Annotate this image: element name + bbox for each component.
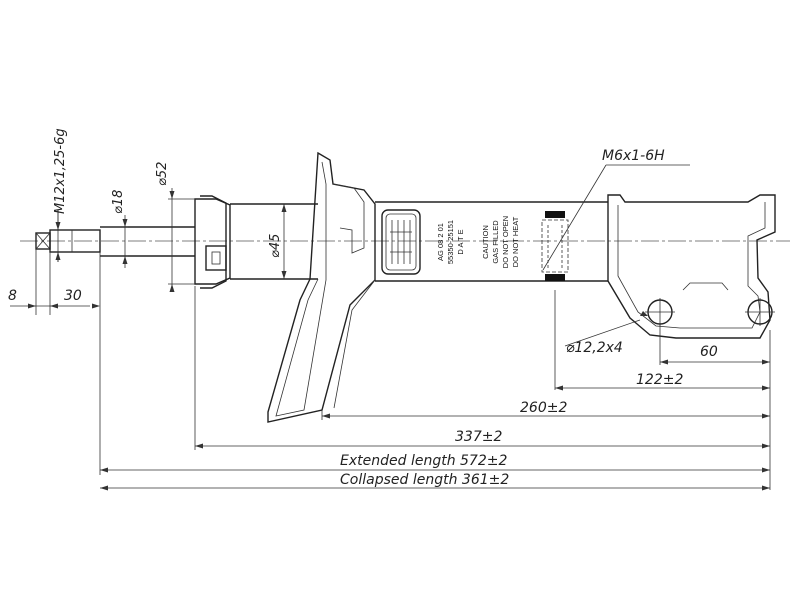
label-oem-number: 55350-25151 — [446, 220, 455, 264]
dim-body-diameter: ⌀52 — [155, 162, 170, 186]
dim-extended: Extended length 572±2 — [340, 453, 507, 469]
label-do-not-open: DO NOT OPEN — [501, 216, 510, 268]
dim-offset-30: 30 — [64, 288, 82, 304]
piston-rod — [100, 226, 195, 257]
dim-260: 260±2 — [520, 400, 567, 416]
dim-tube-diameter: ⌀45 — [268, 234, 283, 258]
rod-end — [35, 229, 101, 253]
dim-60: 60 — [700, 344, 718, 360]
label-gas-filled: GAS FILLED — [491, 220, 500, 264]
dim-rod-diameter: ⌀18 — [111, 190, 126, 214]
strut-tube — [230, 203, 318, 280]
horizontal-dimension-lines — [10, 305, 770, 489]
dim-thread-top: M12x1,25-6g — [53, 128, 68, 214]
label-date: D A T E — [456, 229, 465, 254]
label-do-not-heat: DO NOT HEAT — [511, 216, 520, 267]
dim-thread-side: M6x1-6H — [602, 148, 665, 164]
dim-offset-8: 8 — [8, 288, 17, 304]
arrowheads — [28, 191, 770, 491]
sensor-bracket — [541, 164, 690, 281]
label-caution: CAUTION — [481, 225, 490, 259]
label-part-number: AG 08 2 01 — [436, 223, 445, 261]
brand-logo — [381, 209, 421, 275]
dim-hole: ⌀12,2x4 — [566, 340, 623, 356]
dim-collapsed: Collapsed length 361±2 — [340, 472, 509, 488]
dim-337: 337±2 — [455, 429, 502, 445]
spring-seat — [267, 151, 376, 423]
body-tube — [375, 201, 608, 282]
body-label: AG 08 2 01 55350-25151 D A T E CAUTION G… — [436, 216, 520, 268]
upper-cap — [194, 195, 231, 289]
dim-122: 122±2 — [636, 372, 683, 388]
knuckle-bracket — [607, 194, 776, 339]
